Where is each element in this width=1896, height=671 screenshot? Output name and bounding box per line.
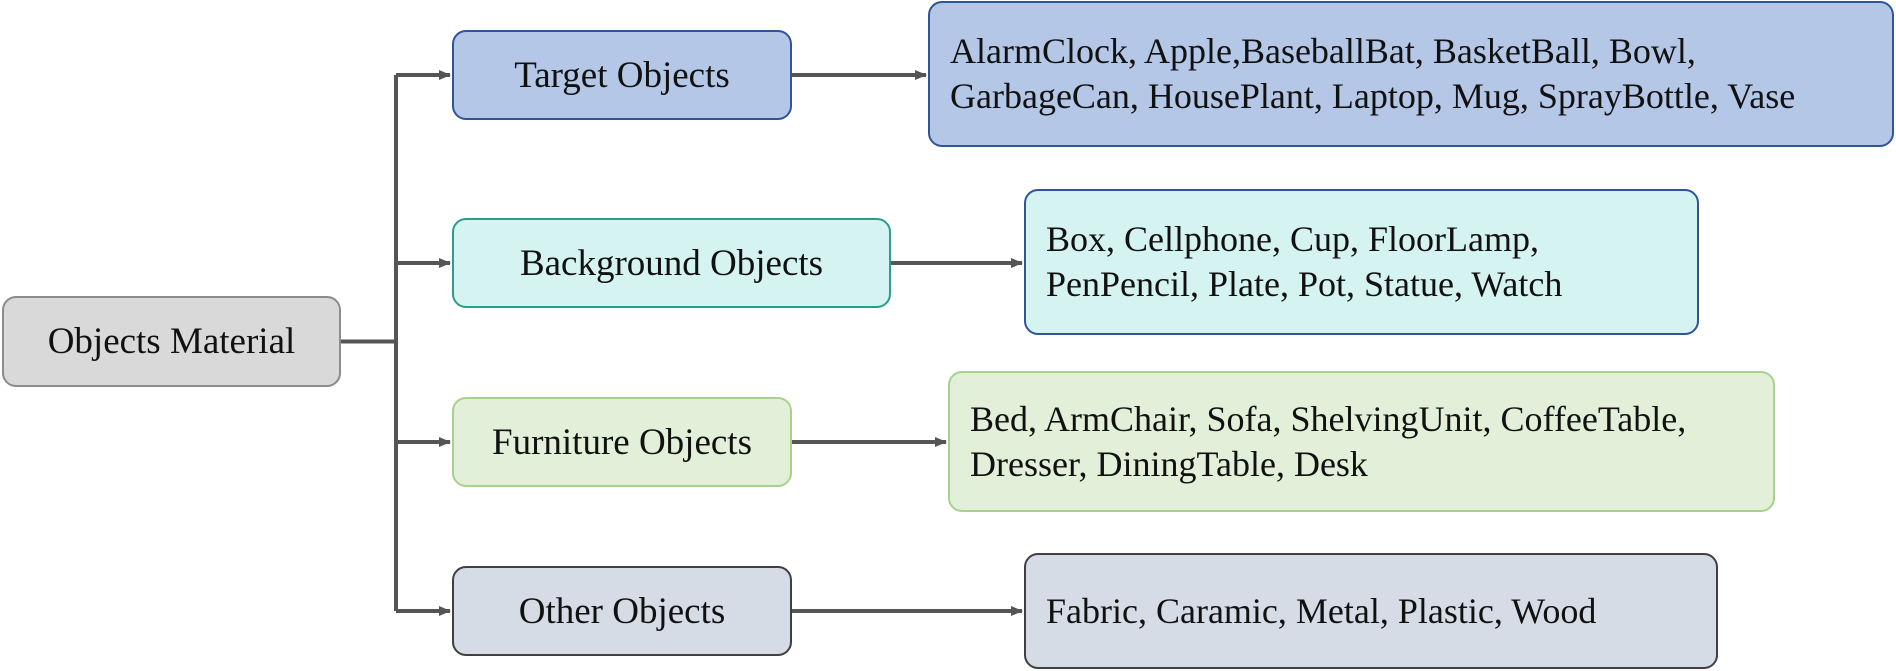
category-label: Target Objects <box>514 54 730 96</box>
root-node-objects-material: Objects Material <box>2 296 341 387</box>
items-furniture-objects: Bed, ArmChair, Sofa, ShelvingUnit, Coffe… <box>948 371 1775 512</box>
category-other-objects: Other Objects <box>452 566 792 656</box>
items-line: PenPencil, Plate, Pot, Statue, Watch <box>1046 264 1563 304</box>
items-line: Bed, ArmChair, Sofa, ShelvingUnit, Coffe… <box>970 398 1687 439</box>
category-furniture-objects: Furniture Objects <box>452 397 792 487</box>
items-background-objects: Box, Cellphone, Cup, FloorLamp, PenPenci… <box>1024 189 1699 335</box>
category-label: Other Objects <box>518 590 726 632</box>
items-line: Dresser, DiningTable, Desk <box>970 443 1368 484</box>
items-target-objects: AlarmClock, Apple,BaseballBat, BasketBal… <box>928 1 1894 147</box>
items-line: AlarmClock, Apple,BaseballBat, BasketBal… <box>950 31 1696 71</box>
category-target-objects: Target Objects <box>452 30 792 120</box>
root-node-label: Objects Material <box>47 321 296 362</box>
category-background-objects: Background Objects <box>452 218 891 308</box>
items-line: Box, Cellphone, Cup, FloorLamp, <box>1046 219 1539 259</box>
category-label: Background Objects <box>519 242 824 284</box>
category-label: Furniture Objects <box>492 421 752 463</box>
items-line: Fabric, Caramic, Metal, Plastic, Wood <box>1046 590 1597 631</box>
items-other-objects: Fabric, Caramic, Metal, Plastic, Wood <box>1024 553 1718 669</box>
items-line: GarbageCan, HousePlant, Laptop, Mug, Spr… <box>950 76 1796 116</box>
